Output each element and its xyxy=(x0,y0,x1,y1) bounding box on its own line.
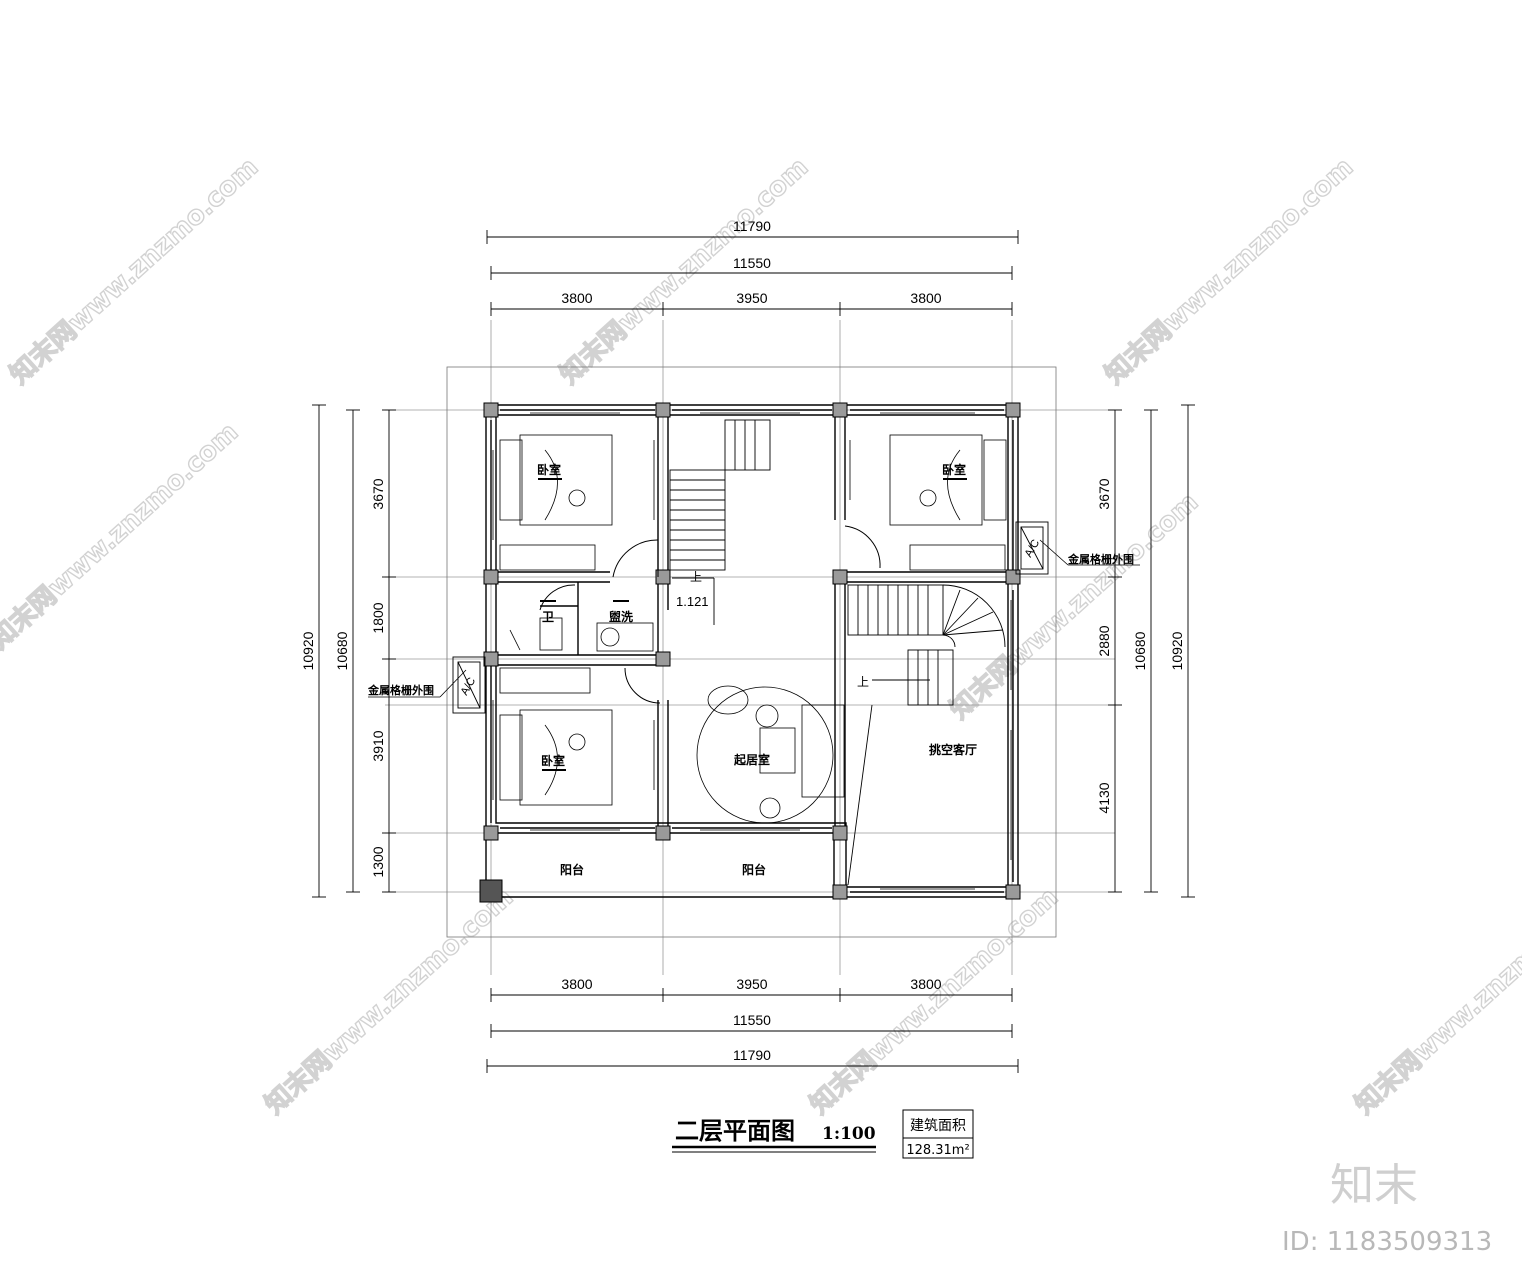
dimension-lines xyxy=(312,230,1195,1073)
dim-left-axes: 10680 xyxy=(334,631,350,670)
stairs-left xyxy=(669,419,771,625)
dim-left-segment: 3910 xyxy=(370,730,386,761)
dim-top-bay: 3800 xyxy=(561,290,592,306)
drawing-scale: 1:100 xyxy=(822,1124,876,1144)
dim-top-overall: 11790 xyxy=(733,218,771,234)
dim-right-segment: 4130 xyxy=(1096,782,1112,813)
dim-left-segment: 1800 xyxy=(370,602,386,633)
ac-units xyxy=(452,521,1049,714)
annotations: 金属格栅外围 金属格栅外围 上 上 1.121 xyxy=(367,552,1134,697)
dim-bottom-bay: 3800 xyxy=(910,976,941,992)
title-block: 二层平面图 1:100 建筑面积 128.31m² xyxy=(672,1109,974,1159)
area-box xyxy=(902,1109,974,1159)
dim-bottom-axes: 11550 xyxy=(733,1012,771,1028)
dim-top-bay: 3950 xyxy=(736,290,767,306)
dim-left-segment: 3670 xyxy=(370,478,386,509)
watermark-text: 知末网www.znzmo.com xyxy=(1350,882,1522,1120)
room-label-bath: 卫 xyxy=(542,610,554,624)
room-label-bedroom-ne: 卧室 xyxy=(942,462,966,477)
leader-lines xyxy=(368,539,1140,698)
stairs-right xyxy=(847,584,1006,886)
id-watermark: ID: 1183509313 xyxy=(1282,1227,1492,1257)
level-mark: 1.121 xyxy=(676,594,709,609)
watermark-text: 知末网www.znzmo.com xyxy=(945,487,1205,725)
dim-right-segment: 2880 xyxy=(1096,625,1112,656)
dim-left-segment: 1300 xyxy=(370,846,386,877)
area-value: 128.31m² xyxy=(906,1143,969,1158)
room-label-balcony-mid: 阳台 xyxy=(742,862,766,877)
room-label-living: 起居室 xyxy=(733,752,770,767)
dim-bottom-bay: 3950 xyxy=(736,976,767,992)
watermark-text: 知末网www.znzmo.com xyxy=(805,882,1065,1120)
grille-label-left: 金属格栅外围 xyxy=(367,683,434,697)
dimension-texts: 11790 11550 3800 3950 3800 3800 3950 380… xyxy=(300,218,1185,1063)
stair-up-label: 上 xyxy=(690,570,702,584)
columns xyxy=(479,402,1021,903)
furniture xyxy=(499,434,1007,824)
dim-right-segment: 3670 xyxy=(1096,478,1112,509)
roof-outline xyxy=(446,366,1057,938)
watermark-text: 知末网www.znzmo.com xyxy=(260,882,520,1120)
area-label: 建筑面积 xyxy=(910,1118,966,1134)
ac-label: A/C xyxy=(1023,538,1043,560)
watermark-text: 知末网www.znzmo.com xyxy=(5,152,265,390)
walls xyxy=(485,404,1019,898)
watermark-text: 知末网www.znzmo.com xyxy=(1100,152,1360,390)
room-label-void: 挑空客厅 xyxy=(929,742,977,757)
room-labels: 卧室 卧室 卧室 卫 盥洗 起居室 挑空客厅 阳台 阳台 xyxy=(537,462,977,877)
dim-bottom-bay: 3800 xyxy=(561,976,592,992)
room-label-bedroom-sw: 卧室 xyxy=(541,753,565,768)
doors xyxy=(539,525,881,704)
brand-watermark: 知末 xyxy=(1330,1160,1418,1211)
room-label-wash: 盥洗 xyxy=(609,609,633,624)
dim-bottom-overall: 11790 xyxy=(733,1047,771,1063)
label-underlines xyxy=(538,478,967,771)
grille-label-right: 金属格栅外围 xyxy=(1067,552,1134,566)
ac-label: A/C xyxy=(459,676,479,698)
dim-top-bay: 3800 xyxy=(910,290,941,306)
dim-top-axes: 11550 xyxy=(733,255,771,271)
watermark-text: 知末网www.znzmo.com xyxy=(555,152,815,390)
dim-left-overall: 10920 xyxy=(300,631,316,670)
stair-up-label: 上 xyxy=(857,675,869,689)
drawing-title: 二层平面图 xyxy=(675,1116,795,1145)
windows xyxy=(492,412,1012,890)
room-label-bedroom-nw: 卧室 xyxy=(537,462,561,477)
dim-right-overall: 10920 xyxy=(1169,631,1185,670)
room-label-balcony-left: 阳台 xyxy=(560,862,584,877)
watermark-text: 知末网www.znzmo.com xyxy=(0,417,244,655)
dim-right-axes: 10680 xyxy=(1132,631,1148,670)
